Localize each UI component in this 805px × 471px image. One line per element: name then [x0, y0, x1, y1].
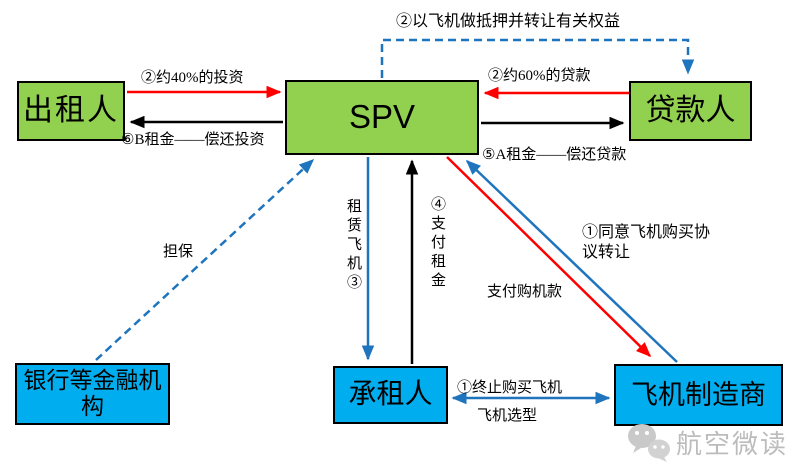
- node-lender: 贷款人: [629, 81, 752, 141]
- watermark: 航空微读: [626, 422, 788, 462]
- node-lessee: 承租人: [333, 366, 448, 424]
- wechat-icon: [628, 424, 670, 462]
- node-lender-label: 贷款人: [645, 94, 736, 128]
- label-pay-purchase: 支付购机款: [487, 284, 563, 300]
- label-agree-transfer: ①同意飞机购买协议转让: [582, 224, 711, 261]
- label-b-rent: ⑥B租金——偿还投资: [121, 132, 265, 148]
- label-terminate-purchase: ①终止购买飞机: [457, 380, 563, 396]
- label-a-rent: ⑤A租金——偿还贷款: [482, 147, 627, 163]
- node-lessor-label: 出租人: [23, 94, 119, 128]
- label-loan: ②约60%的贷款: [488, 68, 591, 84]
- label-mortgage: ②以飞机做抵押并转让有关权益: [396, 13, 621, 30]
- arrow-pay-purchase-spv-to-manufacturer: [446, 156, 652, 358]
- label-investment: ②约40%的投资: [141, 70, 244, 86]
- label-pay-rent: ④支付租金: [429, 196, 445, 291]
- node-lessor: 出租人: [17, 81, 125, 141]
- node-manufacturer-label: 飞机制造商: [631, 379, 766, 410]
- arrow-mortgage-spv-to-lender: [380, 38, 695, 78]
- arrow-agree-manufacturer-to-spv: [465, 159, 678, 363]
- node-spv: SPV: [285, 80, 479, 155]
- node-manufacturer: 飞机制造商: [614, 364, 783, 426]
- watermark-text: 航空微读: [676, 429, 789, 459]
- node-bank: 银行等金融机构: [15, 363, 170, 425]
- label-aircraft-selection: 飞机选型: [477, 408, 538, 424]
- label-guarantee: 担保: [163, 244, 194, 260]
- label-lease-aircraft: 租赁飞机③: [345, 198, 361, 293]
- arrow-guarantee-bank-to-spv: [95, 158, 315, 361]
- node-lessee-label: 承租人: [348, 379, 433, 411]
- node-bank-label: 银行等金融机构: [23, 368, 162, 419]
- node-spv-label: SPV: [348, 98, 416, 136]
